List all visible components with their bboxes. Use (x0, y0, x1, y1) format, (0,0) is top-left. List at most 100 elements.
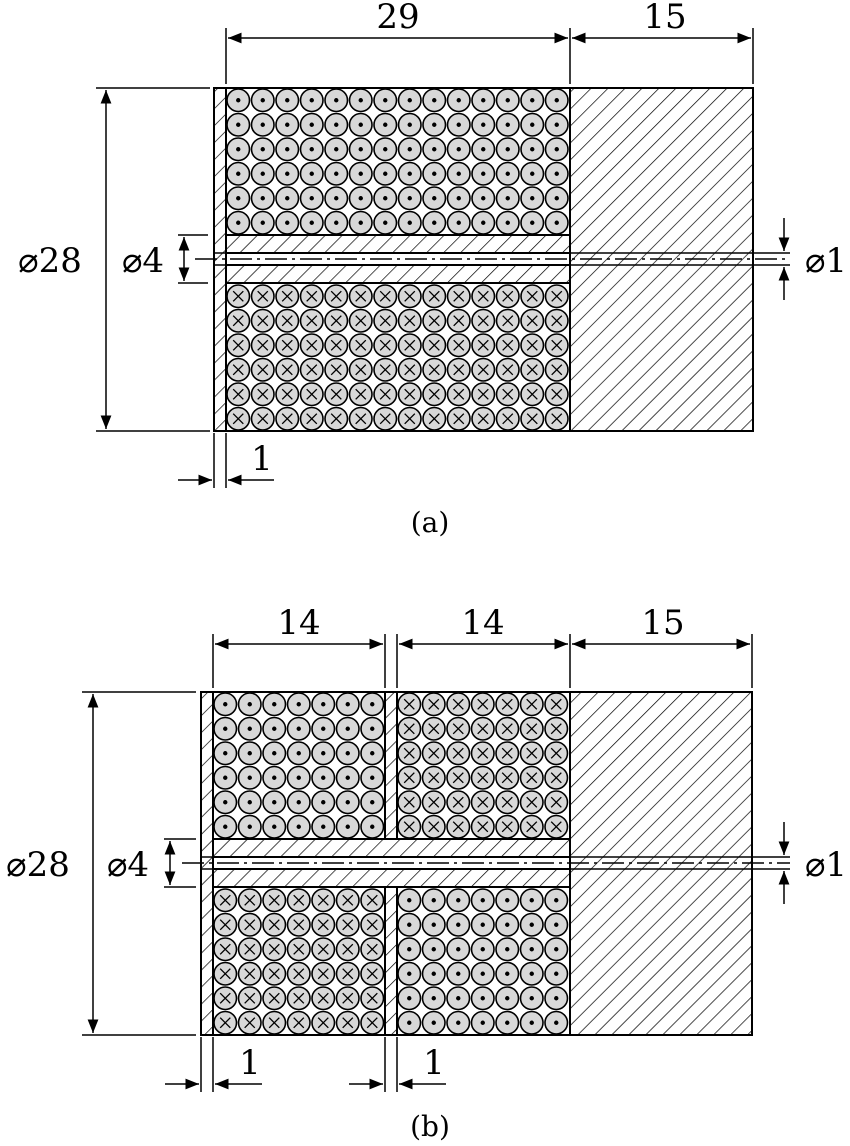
conductor-dot-icon (237, 765, 262, 790)
conductor-dot-icon (446, 912, 471, 937)
conductor-cross-icon (262, 888, 287, 913)
conductor-cross-icon (544, 284, 569, 309)
conductor-dot-icon (422, 161, 447, 186)
conductor-dot-icon (519, 912, 544, 937)
conductor-dot-icon (237, 741, 262, 766)
conductor-cross-icon (422, 333, 447, 358)
conductor-dot-icon (446, 137, 471, 162)
conductor-dot-icon (422, 88, 447, 113)
conductor-dot-icon (520, 210, 545, 235)
conductor-dot-icon (311, 741, 336, 766)
conductor-cross-icon (324, 308, 349, 333)
conductor-dot-icon (446, 112, 471, 137)
conductor-dot-icon (226, 137, 251, 162)
conductor-cross-icon (519, 765, 544, 790)
conductor-cross-icon (311, 888, 336, 913)
conductor-cross-icon (519, 814, 544, 839)
panel-b-coil1-length-label: 14 (277, 603, 320, 643)
conductor-dot-icon (520, 88, 545, 113)
conductor-dot-icon (446, 186, 471, 211)
conductor-cross-icon (311, 986, 336, 1011)
conductor-cross-icon (397, 308, 422, 333)
conductor-dot-icon (470, 912, 495, 937)
conductor-cross-icon (446, 284, 471, 309)
conductor-dot-icon (213, 716, 238, 741)
conductor-cross-icon (237, 888, 262, 913)
conductor-dot-icon (446, 961, 471, 986)
conductor-cross-icon (397, 765, 422, 790)
conductor-cross-icon (237, 961, 262, 986)
conductor-dot-icon (335, 814, 360, 839)
conductor-dot-icon (286, 692, 311, 717)
conductor-dot-icon (519, 937, 544, 962)
conductor-dot-icon (360, 716, 385, 741)
panel-a-lower-coil (226, 284, 569, 431)
conductor-dot-icon (250, 186, 275, 211)
conductor-dot-icon (471, 88, 496, 113)
conductor-dot-icon (360, 814, 385, 839)
conductor-cross-icon (348, 382, 373, 407)
conductor-dot-icon (397, 1010, 422, 1035)
conductor-cross-icon (520, 406, 545, 431)
conductor-cross-icon (397, 382, 422, 407)
conductor-cross-icon (446, 333, 471, 358)
conductor-dot-icon (299, 161, 324, 186)
panel-a-coil-length-label: 29 (376, 0, 419, 37)
conductor-cross-icon (324, 357, 349, 382)
conductor-dot-icon (495, 88, 520, 113)
conductor-dot-icon (335, 765, 360, 790)
conductor-dot-icon (446, 1010, 471, 1035)
conductor-cross-icon (495, 692, 520, 717)
conductor-dot-icon (495, 961, 520, 986)
conductor-cross-icon (544, 406, 569, 431)
conductor-cross-icon (250, 308, 275, 333)
conductor-dot-icon (311, 790, 336, 815)
panel-a-lower-tube (225, 264, 571, 284)
conductor-cross-icon (348, 308, 373, 333)
conductor-dot-icon (373, 210, 398, 235)
conductor-cross-icon (520, 357, 545, 382)
panel-b-core-length-label: 15 (641, 603, 684, 643)
conductor-dot-icon (275, 186, 300, 211)
conductor-dot-icon (360, 692, 385, 717)
conductor-cross-icon (421, 741, 446, 766)
conductor-dot-icon (397, 961, 422, 986)
conductor-dot-icon (471, 161, 496, 186)
conductor-cross-icon (237, 986, 262, 1011)
conductor-dot-icon (495, 210, 520, 235)
conductor-cross-icon (544, 333, 569, 358)
conductor-cross-icon (471, 308, 496, 333)
conductor-dot-icon (544, 912, 569, 937)
conductor-dot-icon (250, 137, 275, 162)
conductor-dot-icon (495, 888, 520, 913)
conductor-cross-icon (324, 406, 349, 431)
conductor-cross-icon (275, 357, 300, 382)
conductor-cross-icon (299, 406, 324, 431)
conductor-cross-icon (397, 741, 422, 766)
conductor-cross-icon (520, 308, 545, 333)
conductor-dot-icon (373, 186, 398, 211)
conductor-cross-icon (519, 692, 544, 717)
conductor-cross-icon (397, 814, 422, 839)
conductor-cross-icon (446, 790, 471, 815)
panel-a-inner-diameter-label: ⌀4 (122, 241, 164, 281)
conductor-dot-icon (324, 210, 349, 235)
conductor-cross-icon (421, 716, 446, 741)
conductor-dot-icon (397, 888, 422, 913)
conductor-cross-icon (311, 912, 336, 937)
conductor-cross-icon (470, 814, 495, 839)
conductor-dot-icon (299, 112, 324, 137)
conductor-dot-icon (262, 765, 287, 790)
conductor-dot-icon (495, 137, 520, 162)
panel-b-lower-tube (212, 868, 571, 888)
conductor-dot-icon (373, 161, 398, 186)
conductor-cross-icon (495, 814, 520, 839)
conductor-dot-icon (544, 161, 569, 186)
conductor-dot-icon (421, 1010, 446, 1035)
conductor-cross-icon (250, 284, 275, 309)
conductor-cross-icon (470, 741, 495, 766)
conductor-dot-icon (275, 161, 300, 186)
conductor-dot-icon (250, 161, 275, 186)
panel-b-upper-tube (212, 838, 571, 858)
conductor-dot-icon (471, 137, 496, 162)
